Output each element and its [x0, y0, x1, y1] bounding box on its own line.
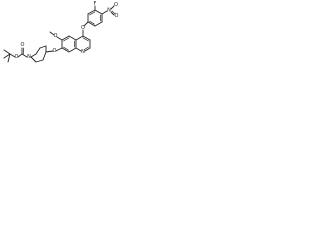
- bond: [87, 21, 96, 27]
- bond: [94, 9, 103, 15]
- bond: [110, 11, 115, 16]
- bond: [101, 10, 108, 15]
- bond: [89, 11, 96, 16]
- bond: [82, 37, 89, 42]
- bond: [63, 46, 69, 51]
- bonds: [3, 5, 116, 63]
- bond: [84, 47, 91, 52]
- bond: [35, 59, 44, 63]
- bond: [7, 53, 11, 63]
- atom-label-aryl-ether-o: O: [81, 25, 85, 31]
- atom-label-nitro-o2: O: [115, 13, 119, 19]
- atom-label-methoxy-o: O: [54, 33, 58, 39]
- atom-label-carbamate-o-double: O: [21, 42, 25, 48]
- bond: [61, 47, 70, 53]
- bond: [56, 36, 63, 41]
- bond: [68, 35, 77, 41]
- bond: [55, 47, 63, 52]
- atom-label-nitro-n: N: [107, 8, 111, 14]
- atom-label-carbamate-o-single: O: [15, 54, 19, 60]
- bond: [3, 49, 11, 55]
- bond: [3, 53, 11, 59]
- bond: [9, 53, 16, 58]
- atom-labels: O O N O O N O F N O O: [15, 1, 119, 60]
- bond: [63, 37, 70, 42]
- bond: [42, 51, 47, 61]
- atom-label-quinoline-n: N: [81, 49, 85, 55]
- atom-label-linker-o: O: [53, 48, 57, 54]
- atom-label-nitro-o1: O: [114, 2, 118, 8]
- bond: [75, 47, 82, 52]
- bond: [75, 35, 84, 41]
- atom-label-piperidine-n: N: [27, 54, 31, 60]
- bond: [68, 47, 77, 53]
- molecule-structure-diagram: O O N O O N O F N O O: [3, 1, 119, 63]
- bond: [94, 21, 103, 27]
- bond: [110, 5, 115, 10]
- bond: [35, 47, 41, 55]
- bond: [30, 53, 37, 58]
- bond: [83, 21, 89, 27]
- bond: [45, 50, 54, 53]
- bond: [30, 56, 37, 63]
- bond: [61, 35, 70, 41]
- bond: [82, 35, 91, 41]
- bond: [17, 53, 23, 58]
- atom-label-fluorine: F: [94, 1, 97, 7]
- bond: [111, 10, 116, 15]
- bond: [89, 20, 95, 25]
- bond: [84, 46, 89, 50]
- bond: [21, 53, 28, 58]
- bond: [49, 31, 55, 36]
- bond: [87, 9, 96, 15]
- bond: [39, 45, 47, 49]
